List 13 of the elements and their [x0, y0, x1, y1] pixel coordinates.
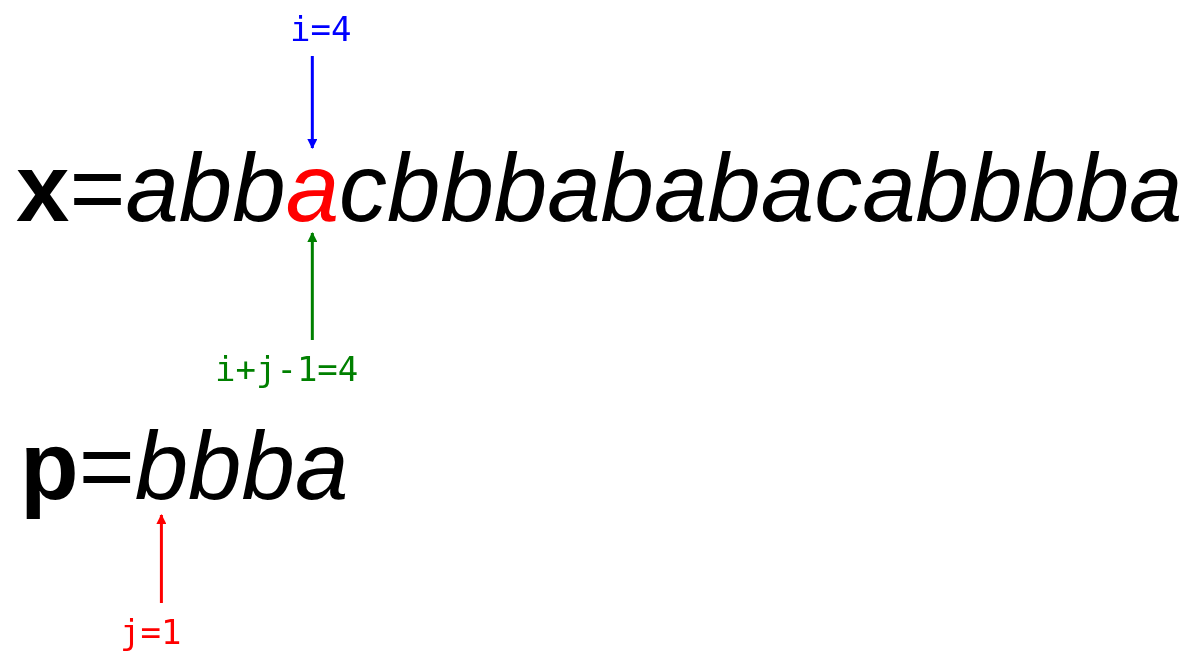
- arrow: [307, 56, 318, 149]
- index-label: i+j-1=4: [215, 352, 359, 386]
- arrow: [307, 232, 318, 340]
- string-text: bba: [188, 412, 349, 519]
- index-label: i=4: [290, 12, 352, 46]
- string-text: abb: [125, 134, 286, 241]
- index-label: j=1: [120, 615, 182, 649]
- string-text: x=: [16, 134, 126, 241]
- highlighted-letter: b: [134, 412, 189, 519]
- string-text: cbbbababacabbbba: [339, 134, 1183, 241]
- highlighted-letter: a: [285, 134, 339, 241]
- arrow: [156, 514, 167, 603]
- string-text: p=: [20, 412, 135, 519]
